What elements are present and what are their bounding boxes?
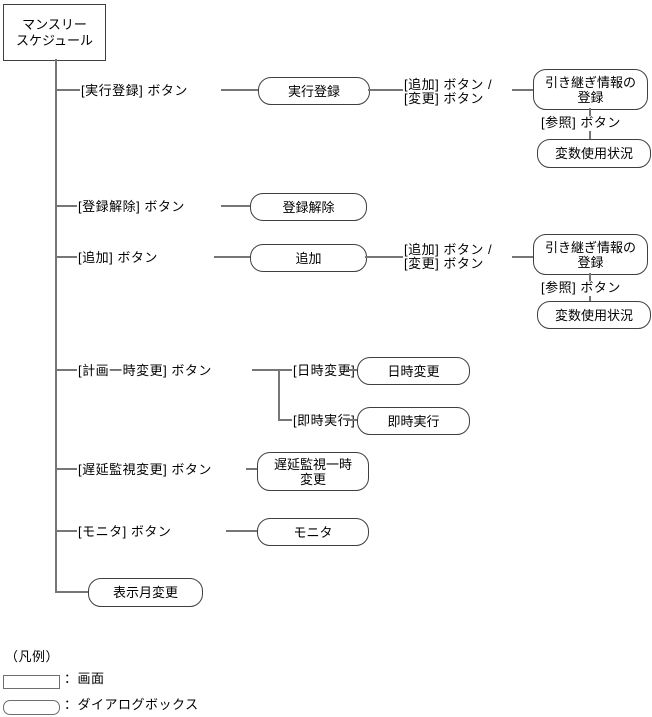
- connector-line: [278, 419, 292, 421]
- connector-line: [589, 296, 591, 302]
- connector-line: [55, 369, 77, 371]
- connector-line: [589, 131, 591, 139]
- button-label-reference: [参照] ボタン: [541, 115, 621, 130]
- connector-line: [589, 108, 591, 116]
- dialog-node-execute-registration: 実行登録: [258, 77, 370, 105]
- button-label-plan-temp-change: [計画一時変更] ボタン: [78, 363, 212, 378]
- dialog-node-monitor: モニタ: [257, 518, 369, 546]
- dialog-node-display-month-change: 表示月変更: [88, 578, 203, 607]
- connector-line: [221, 205, 250, 207]
- button-label-immediate-execute: [即時実行]: [293, 413, 356, 428]
- connector-line: [55, 530, 77, 532]
- connector-line: [55, 59, 57, 593]
- button-label-reference: [参照] ボタン: [541, 280, 621, 295]
- legend-screen-swatch: [3, 675, 60, 689]
- dialog-node-handover-info-registration: 引き継ぎ情報の 登録: [533, 234, 648, 275]
- dialog-node-handover-info-registration: 引き継ぎ情報の 登録: [533, 69, 648, 110]
- legend-dialog-label: ：ダイアログボックス: [64, 697, 199, 712]
- dialog-node-immediate-execute: 即時実行: [357, 407, 470, 435]
- button-label-execute-registration: [実行登録] ボタン: [81, 83, 188, 98]
- connector-line: [226, 530, 257, 532]
- connector-line: [512, 256, 533, 258]
- connector-line: [512, 89, 533, 91]
- button-label-add-change: [追加] ボタン / [変更] ボタン: [404, 77, 493, 106]
- button-label-add: [追加] ボタン: [78, 250, 158, 265]
- connector-line: [55, 468, 77, 470]
- legend-screen-label: ：画面: [64, 671, 105, 686]
- connector-line: [55, 205, 77, 207]
- connector-line: [346, 369, 357, 371]
- button-label-delay-monitor-change: [遅延監視変更] ボタン: [78, 462, 212, 477]
- button-label-add-change: [追加] ボタン / [変更] ボタン: [404, 242, 493, 271]
- dialog-node-variable-usage: 変数使用状況: [537, 139, 651, 168]
- button-label-datetime-change: [日時変更]: [293, 363, 356, 378]
- connector-line: [589, 273, 591, 281]
- connector-line: [55, 89, 80, 91]
- connector-line: [214, 256, 250, 258]
- connector-line: [365, 256, 403, 258]
- connector-line: [55, 256, 77, 258]
- dialog-node-variable-usage: 変数使用状況: [537, 301, 651, 329]
- dialog-node-delay-monitor-temp-change: 遅延監視一時 変更: [257, 452, 369, 491]
- legend-title: （凡例）: [5, 649, 60, 664]
- dialog-node-add: 追加: [250, 244, 367, 272]
- connector-line: [221, 89, 258, 91]
- connector-line: [252, 369, 292, 371]
- screen-node-monthly-schedule: マンスリー スケジュール: [3, 4, 106, 61]
- connector-line: [278, 369, 280, 420]
- connector-line: [346, 419, 357, 421]
- dialog-node-deregister: 登録解除: [250, 193, 367, 221]
- connector-line: [368, 89, 403, 91]
- connector-line: [246, 468, 257, 470]
- button-label-monitor: [モニタ] ボタン: [78, 524, 172, 539]
- legend-dialog-swatch: [3, 700, 60, 715]
- connector-line: [55, 591, 88, 593]
- dialog-node-datetime-change: 日時変更: [357, 357, 470, 385]
- button-label-deregister: [登録解除] ボタン: [78, 199, 185, 214]
